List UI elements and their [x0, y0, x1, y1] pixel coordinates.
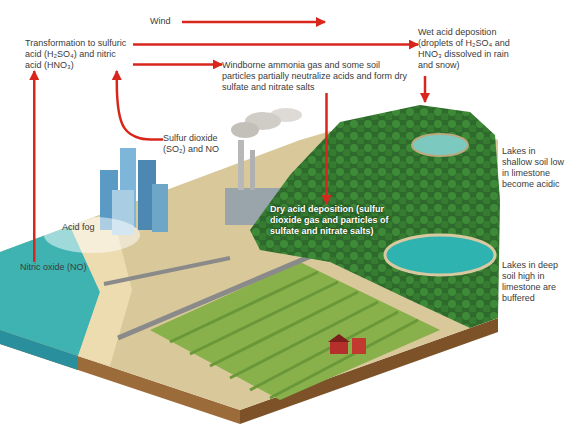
- land-surface: [0, 105, 498, 410]
- road: [104, 258, 230, 284]
- barn: [352, 338, 366, 354]
- flow-arrow: [133, 43, 418, 46]
- callout-text: Wet acid deposition (droplets of H₂SO₄ a…: [418, 27, 518, 71]
- crop-rows: [170, 272, 418, 398]
- callout-text: Transformation to sulfuric acid (H₂SO₄) …: [25, 38, 133, 71]
- callout-text: Sulfur dioxide (SO₂) and NO: [163, 133, 229, 155]
- smoke: [270, 108, 302, 122]
- ocean-face: [0, 330, 78, 370]
- lake-label: Lakes in deep soil high in limestone are…: [502, 260, 568, 304]
- deposition-arrow: [424, 76, 427, 102]
- flow-arrow: [33, 71, 36, 262]
- flow-arrow: [325, 93, 328, 204]
- callout-text: Windborne ammonia gas and some soil part…: [222, 60, 412, 93]
- callout-text: Nitric oxide (NO): [20, 262, 115, 273]
- callout-text: Dry acid deposition (sulfur dioxide gas …: [270, 204, 408, 237]
- wind-arrow: [182, 21, 325, 24]
- farmhouse-roof: [328, 334, 350, 342]
- buffered-lake: [385, 235, 495, 275]
- farmhouse: [330, 342, 348, 354]
- flow-arrow: [117, 71, 163, 140]
- source-callout: Nitric oxide (NO): [20, 262, 115, 273]
- forest: [250, 105, 500, 328]
- source-callout: Sulfur dioxide (SO₂) and NO: [163, 133, 229, 155]
- flow-arrow: [133, 63, 222, 66]
- process-callout: Transformation to sulfuric acid (H₂SO₄) …: [25, 38, 133, 71]
- acid-fog: [44, 217, 140, 253]
- fog-label: Acid fog: [62, 222, 112, 233]
- process-callout: Dry acid deposition (sulfur dioxide gas …: [270, 204, 408, 237]
- smokestack: [238, 140, 244, 190]
- process-callout: Wet acid deposition (droplets of H₂SO₄ a…: [418, 27, 518, 71]
- process-callout: Windborne ammonia gas and some soil part…: [222, 60, 412, 93]
- lake-label: Lakes in shallow soil low in limestone b…: [502, 146, 568, 190]
- acidic-lake: [412, 134, 468, 156]
- wind-label: Wind: [150, 16, 190, 27]
- smokestack: [250, 150, 255, 190]
- building: [152, 184, 168, 232]
